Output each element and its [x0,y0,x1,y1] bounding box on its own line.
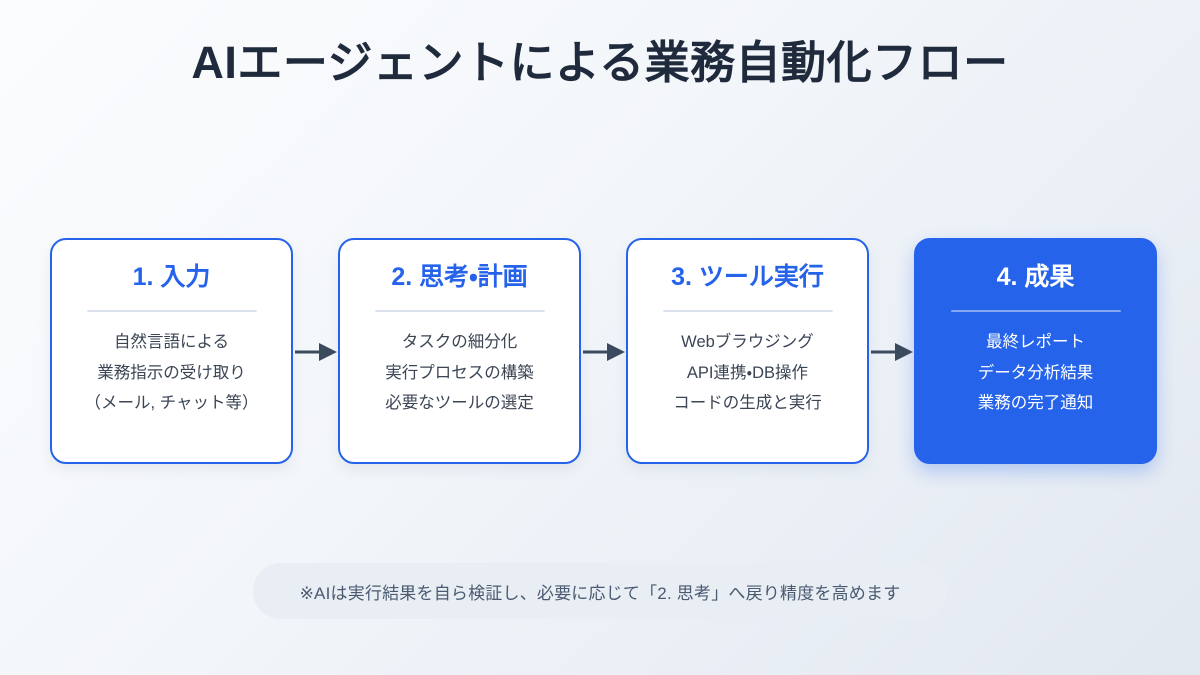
flow-step-line: API連携・DB操作 [686,363,809,382]
flow-step-card-2[interactable]: 2. 思考・計画 タスクの細分化 実行プロセスの構築 必要なツールの選定 [338,238,581,464]
flow-step-body-1: 自然言語による 業務指示の受け取り （メール, チャット等） [84,332,258,414]
footnote-pill: ※AIは実行結果を自ら検証し、必要に応じて「2. 思考」へ戻り精度を高めます [253,563,947,619]
flow-step-line: 実行プロセスの構築 [385,363,534,382]
card-divider [662,310,833,312]
flow-step-title-1: 1. 入力 [132,263,211,291]
card-divider [86,310,257,312]
flow-step-body-3: Webブラウジング API連携・DB操作 コードの生成と実行 [673,332,822,414]
flow-step-card-4[interactable]: 4. 成果 最終レポート データ分析結果 業務の完了通知 [914,238,1157,464]
flow-step-card-3[interactable]: 3. ツール実行 Webブラウジング API連携・DB操作 コードの生成と実行 [626,238,869,464]
footnote-text: ※AIは実行結果を自ら検証し、必要に応じて「2. 思考」へ戻り精度を高めます [299,583,901,603]
flow-step-title-2: 2. 思考・計画 [391,263,528,291]
flow-step-line: 最終レポート [986,333,1085,351]
flow-step-line: 業務の完了通知 [977,394,1094,413]
flow-step-body-4: 最終レポート データ分析結果 業務の完了通知 [978,332,1094,414]
flow-step-title-4: 4. 成果 [996,263,1075,291]
flow-step-line: タスクの細分化 [401,333,518,351]
arrow-right-icon-3 [869,239,914,465]
arrow-right-icon-1 [293,239,338,465]
flow-step-line: （メール, チャット等） [84,394,259,413]
flow-step-line: 業務指示の受け取り [97,363,246,382]
flow-step-line: 必要なツールの選定 [385,394,534,413]
card-divider [950,310,1121,312]
flow-step-body-2: タスクの細分化 実行プロセスの構築 必要なツールの選定 [385,332,534,414]
arrow-right-icon-2 [581,239,626,465]
flow-step-line: Webブラウジング [681,333,814,351]
flow-diagram: 1. 入力 自然言語による 業務指示の受け取り （メール, チャット等） 2. … [50,238,1157,465]
card-divider [374,310,545,312]
flow-step-card-1[interactable]: 1. 入力 自然言語による 業務指示の受け取り （メール, チャット等） [50,238,293,464]
flow-step-line: 自然言語による [113,333,229,351]
flow-step-title-3: 3. ツール実行 [671,263,824,291]
page-title: AIエージェントによる業務自動化フロー [191,37,1009,88]
flow-step-line: データ分析結果 [977,363,1094,382]
flow-step-line: コードの生成と実行 [673,394,822,413]
